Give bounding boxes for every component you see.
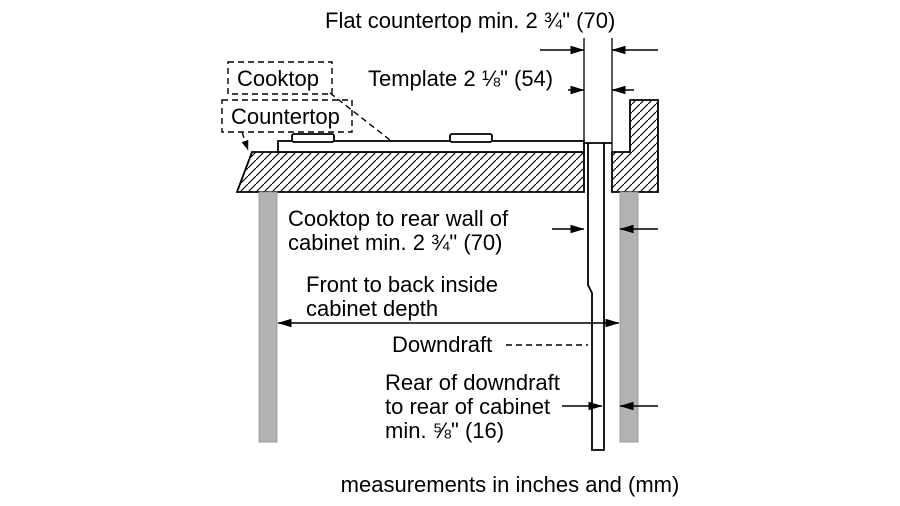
label-rear-downdraft-line2: to rear of cabinet xyxy=(385,394,550,419)
cooktop-burner-left xyxy=(291,133,335,143)
cooktop-leader-line xyxy=(329,92,391,141)
label-cooktop-to-rear-line2: cabinet min. 2 ¾" (70) xyxy=(288,230,502,255)
countertop-leader-line xyxy=(241,131,249,151)
label-countertop: Countertop xyxy=(231,104,340,129)
label-cooktop-to-rear-line1: Cooktop to rear wall of xyxy=(288,206,509,231)
cabinet-front-panel xyxy=(258,191,278,443)
cooktop-label-box xyxy=(227,61,333,95)
label-front-back-line1: Front to back inside xyxy=(306,272,498,297)
countertop-label-box xyxy=(221,99,353,133)
label-downdraft: Downdraft xyxy=(392,332,492,357)
rear-wall-section xyxy=(611,99,659,193)
cooktop-burner-right xyxy=(449,133,493,143)
footer-note: measurements in inches and (mm) xyxy=(341,472,680,497)
label-rear-downdraft-line1: Rear of downdraft xyxy=(385,370,560,395)
countertop-section xyxy=(235,151,585,193)
downdraft-outline xyxy=(587,143,605,451)
label-template: Template 2 ⅛" (54) xyxy=(368,66,553,91)
label-flat-countertop: Flat countertop min. 2 ¾" (70) xyxy=(325,8,615,33)
cooktop-body xyxy=(277,140,585,153)
label-cooktop: Cooktop xyxy=(237,66,319,91)
label-front-back-line2: cabinet depth xyxy=(306,296,438,321)
label-rear-downdraft-line3: min. ⅝" (16) xyxy=(385,418,504,443)
cabinet-rear-panel xyxy=(619,191,639,443)
